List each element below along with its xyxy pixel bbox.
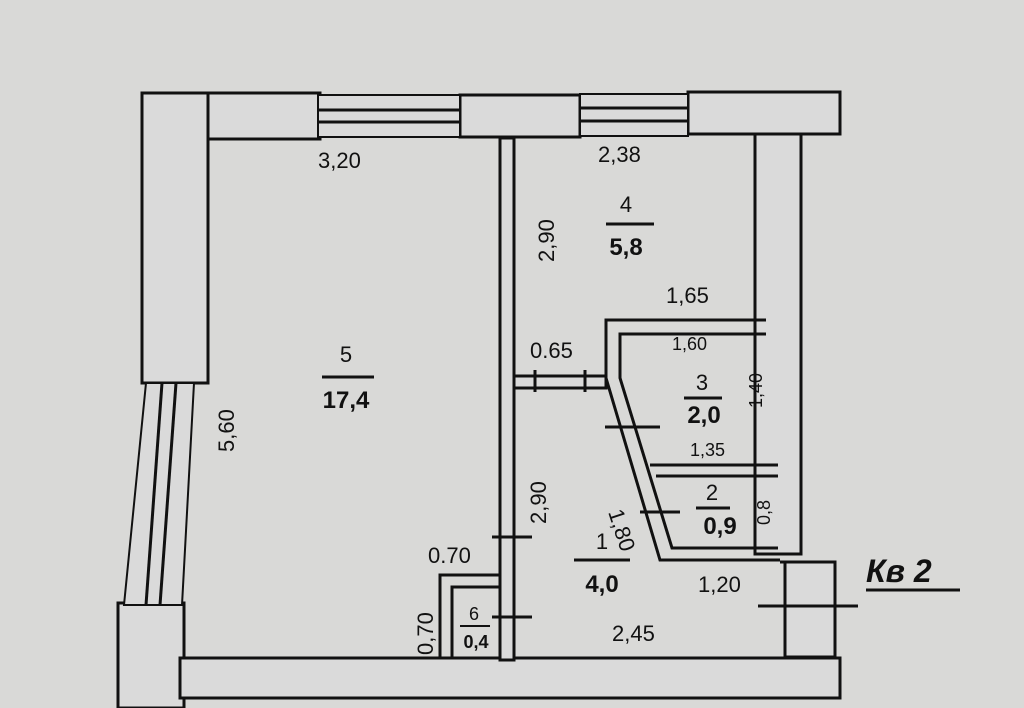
dim-room4-length: 2,90 (534, 219, 559, 262)
room1-number: 1 (596, 529, 608, 554)
dim-room6-width: 0.70 (428, 543, 471, 568)
room4-area: 5,8 (609, 234, 642, 261)
right-wall-upper (753, 132, 803, 556)
room3-area: 2,0 (687, 402, 720, 429)
interior-walls (438, 136, 828, 662)
outer-walls (116, 90, 842, 708)
window-top-right (579, 93, 689, 137)
left-wall-lower (116, 601, 186, 708)
room6-outer (438, 573, 500, 658)
door-marks (492, 370, 858, 619)
room6-number: 6 (469, 604, 479, 624)
windows (122, 93, 689, 606)
dim-corridor-diag: 1,80 (603, 506, 640, 554)
room2-area: 0,9 (703, 513, 736, 540)
dim-room1-width: 2,45 (612, 621, 655, 646)
top-wall-right (686, 90, 842, 136)
dim-room3-outer-width: 1,65 (666, 283, 709, 308)
bottom-wall (178, 656, 842, 700)
apartment-title: Кв 2 (866, 553, 932, 589)
room6-area: 0,4 (463, 632, 488, 652)
dim-entrance-width: 1,20 (698, 572, 741, 597)
room3-number: 3 (696, 370, 708, 395)
dim-room3-length: 1,40 (746, 373, 766, 408)
partition-main (498, 136, 516, 662)
dim-doorway: 0.65 (530, 338, 573, 363)
dim-room2-width: 1,35 (690, 440, 725, 460)
dim-room3-width: 1,60 (672, 334, 707, 354)
dim-room5-width: 3,20 (318, 148, 361, 173)
room6-inner (450, 585, 500, 658)
window-top-left (317, 94, 461, 138)
room5-number: 5 (340, 342, 352, 367)
bath-block-inner (618, 332, 778, 550)
dim-room4-width: 2,38 (598, 142, 641, 167)
dim-room2-length: 0,8 (754, 500, 774, 525)
right-wall-lower (783, 560, 837, 659)
room1-area: 4,0 (585, 571, 618, 598)
room5-area: 17,4 (323, 387, 370, 414)
room4-number: 4 (620, 192, 632, 217)
partition-room4-corridor (512, 374, 608, 390)
top-wall-middle (458, 93, 582, 139)
dim-room1-length: 2,90 (526, 481, 551, 524)
dim-room6-length: 0,70 (413, 612, 438, 655)
dimension-labels: 3,20 2,38 2,90 1,65 1,60 1,40 0.65 1,80 … (214, 142, 774, 655)
window-left (122, 382, 196, 606)
apartment-label: Кв 2 (866, 553, 960, 592)
left-wall-upper (140, 91, 210, 385)
bath-block-outer (604, 318, 780, 562)
room-labels: 5 17,4 4 5,8 3 2,0 2 0,9 1 4,0 6 0,4 (322, 192, 737, 652)
dim-room5-length: 5,60 (214, 409, 239, 452)
room2-number: 2 (706, 480, 718, 505)
